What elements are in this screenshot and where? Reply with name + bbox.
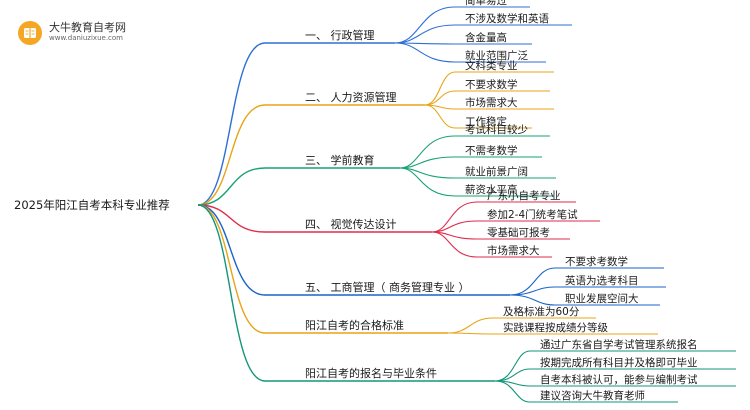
leaf-connector bbox=[509, 267, 561, 296]
branch-topic: 三、 学前教育 bbox=[305, 153, 375, 167]
leaf-topic: 广东小自考专业 bbox=[487, 189, 561, 202]
leaf-topic: 简单易过 bbox=[465, 0, 507, 7]
leaf-topic: 参加2-4门统考笔试 bbox=[487, 208, 578, 221]
branch-topic: 四、 视觉传达设计 bbox=[305, 217, 397, 231]
leaf-topic: 英语为选考科目 bbox=[565, 274, 639, 287]
leaf-topic: 不要求考数学 bbox=[565, 255, 628, 268]
leaf-connector bbox=[424, 104, 461, 129]
leaf-topic: 实践课程按成绩分等级 bbox=[503, 321, 608, 334]
leaf-topic: 文科类专业 bbox=[465, 59, 518, 72]
leaf-topic: 零基础可报考 bbox=[487, 226, 550, 239]
leaf-topic: 薪资水平高 bbox=[465, 183, 518, 196]
leaf-topic: 市场需求大 bbox=[465, 96, 518, 109]
leaf-connector bbox=[494, 368, 536, 382]
leaf-topic: 考试科目较少 bbox=[465, 123, 528, 136]
leaf-topic: 职业发展空间大 bbox=[565, 292, 639, 305]
root-topic: 2025年阳江自考本科专业推荐 bbox=[14, 198, 170, 212]
leaf-topic: 自考本科被认可，能参与编制考试 bbox=[540, 373, 698, 386]
leaf-topic: 不涉及数学和英语 bbox=[465, 12, 549, 25]
leaf-topic: 及格标准为60分 bbox=[503, 305, 580, 318]
leaf-connector bbox=[399, 167, 461, 197]
leaf-topic: 不需考数学 bbox=[465, 144, 518, 157]
book-logo-icon bbox=[18, 21, 42, 45]
leaf-connector bbox=[447, 317, 499, 334]
logo-url: www.daniuzixue.com bbox=[49, 34, 123, 42]
leaf-connector bbox=[399, 167, 461, 179]
branch-connector bbox=[197, 104, 297, 206]
branch-connector bbox=[197, 204, 297, 233]
leaf-connector bbox=[399, 156, 461, 169]
leaf-connector bbox=[394, 42, 461, 63]
leaf-connector bbox=[431, 231, 483, 258]
branch-connector bbox=[197, 204, 297, 382]
leaf-connector bbox=[494, 350, 536, 382]
leaf-topic: 通过广东省自学考试管理系统报名 bbox=[540, 338, 698, 351]
leaf-connector bbox=[424, 90, 461, 106]
branch-topic: 一、 行政管理 bbox=[305, 28, 375, 42]
branch-topic: 阳江自考的合格标准 bbox=[305, 318, 404, 332]
branch-connector bbox=[197, 167, 297, 206]
leaf-topic: 按期完成所有科目并及格即可毕业 bbox=[540, 356, 698, 369]
leaf-topic: 建议咨询大牛教育老师 bbox=[540, 389, 645, 402]
branch-topic: 二、 人力资源管理 bbox=[305, 90, 397, 104]
leaf-connector bbox=[424, 71, 461, 106]
leaf-topic: 不要求数学 bbox=[465, 78, 518, 91]
leaf-connector bbox=[431, 201, 483, 233]
branch-connector bbox=[197, 42, 297, 206]
leaf-connector bbox=[399, 135, 461, 169]
leaf-topic: 工作稳定 bbox=[465, 115, 507, 128]
leaf-topic: 含金量高 bbox=[465, 31, 507, 44]
leaf-connector bbox=[431, 231, 483, 240]
branch-connector bbox=[197, 204, 297, 334]
leaf-connector bbox=[447, 332, 499, 335]
logo-title: 大牛教育自考网 bbox=[49, 21, 126, 34]
leaf-connector bbox=[394, 24, 461, 44]
leaf-connector bbox=[494, 380, 536, 403]
leaf-topic: 就业前景广阔 bbox=[465, 165, 528, 178]
site-logo: 大牛教育自考网 www.daniuzixue.com bbox=[17, 17, 157, 47]
branch-topic: 五、 工商管理（ 商务管理专业 ） bbox=[305, 280, 470, 294]
leaf-topic: 市场需求大 bbox=[487, 244, 540, 257]
leaf-connector bbox=[509, 286, 561, 296]
leaf-connector bbox=[431, 220, 483, 233]
leaf-connector bbox=[394, 6, 461, 44]
leaf-topic: 就业范围广泛 bbox=[465, 49, 528, 62]
branch-connector bbox=[197, 204, 297, 296]
leaf-connector bbox=[509, 294, 561, 306]
branch-topic: 阳江自考的报名与毕业条件 bbox=[305, 366, 437, 380]
